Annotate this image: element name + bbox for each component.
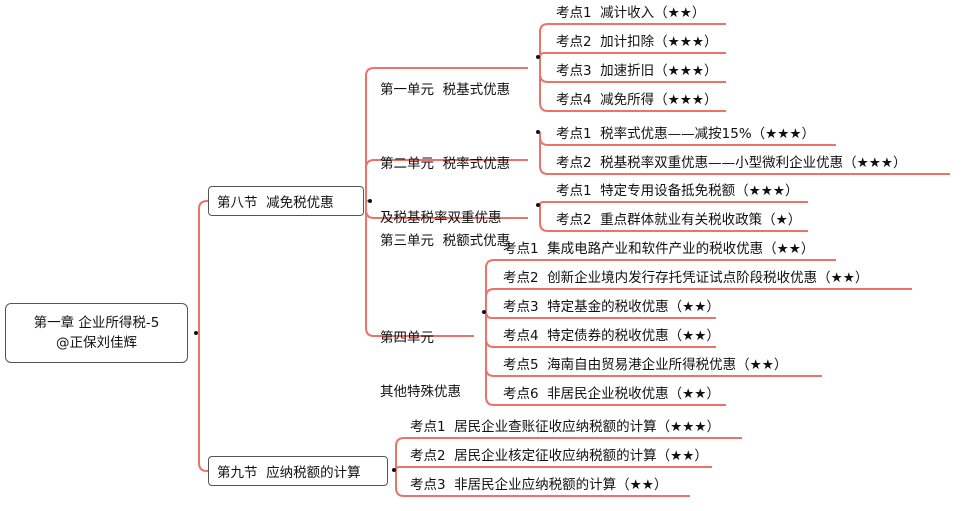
unit-4-dot [482,310,486,314]
u4-branch-5 [485,312,726,406]
unit-1-dot [536,55,540,59]
root-dot [194,331,198,335]
u1-branch-0 [539,23,726,57]
u4-point-6: 考点6 非居民企业税收优惠（★★） [503,386,720,402]
u3-branch-1 [539,205,808,232]
u2-point-1: 考点1 税率式优惠——减按15%（★★★） [556,126,815,142]
sec9-branch-0 [395,437,742,470]
u1-point-3: 考点3 加速折旧（★★★） [556,63,718,79]
unit-2-dot [536,130,540,134]
section-9-title: 第九节 应纳税额的计算 [217,465,361,481]
root-topic: 第一章 企业所得税-5 @正保刘佳辉 [5,303,188,363]
unit-3-dot [536,203,540,207]
u1-branch-3 [539,57,726,112]
section-9-dot [392,468,396,472]
u3-point-2: 考点2 重点群体就业有关税收政策（★） [556,212,802,228]
sec8-branch-0 [365,67,528,202]
sec8-branch-1 [365,159,528,202]
sec9-branch-1 [395,466,712,471]
u3-branch-0 [539,201,808,206]
u4-point-1: 考点1 集成电路产业和软件产业的税收优惠（★★） [503,241,815,257]
sec9-branch-2 [395,470,690,497]
u1-branch-1 [539,52,726,58]
unit-1-title: 第一单元 税基式优惠 [380,82,511,98]
u4-point-3: 考点3 特定基金的税收优惠（★★） [503,299,720,315]
root-title: 第一章 企业所得税-5 [33,315,160,331]
root-branch-0 [198,200,208,333]
u3-point-1: 考点1 特定专用设备抵免税额（★★★） [556,183,799,199]
u2-point-2: 考点2 税基税率双重优惠——小型微利企业优惠（★★★） [556,155,907,171]
u4-branch-1 [485,288,912,312]
u4-point-5: 考点5 海南自由贸易港企业所得税优惠（★★） [503,357,788,373]
unit-4-title: 第四单元 其他特殊优惠 [380,330,461,400]
u1-point-4: 考点4 减免所得（★★★） [556,92,718,108]
section-9-box: 第九节 应纳税额的计算 [208,456,388,486]
u1-point-1: 考点1 减计收入（★★） [556,5,706,21]
sec8-branch-3 [365,200,474,337]
unit-2-title: 第二单元 税率式优惠 及税基税率双重优惠 [380,156,511,226]
unit-3-title: 第三单元 税额式优惠 [380,233,511,249]
u4-branch-0 [485,259,836,312]
section-8-box: 第八节 减免税优惠 [208,186,364,216]
section-8-dot [368,199,372,203]
s9-point-3: 考点3 非居民企业应纳税额的计算（★★） [410,477,668,493]
u4-point-2: 考点2 创新企业境内发行存托凭证试点阶段税收优惠（★★） [503,270,869,286]
u1-point-2: 考点2 加计扣除（★★★） [556,34,718,50]
root-branch-1 [198,333,208,472]
s9-point-1: 考点1 居民企业查账征收应纳税额的计算（★★★） [410,419,720,435]
u4-point-4: 考点4 特定债券的税收优惠（★★） [503,328,720,344]
s9-point-2: 考点2 居民企业核定征收应纳税额的计算（★★） [410,448,708,464]
section-8-title: 第八节 减免税优惠 [217,195,334,211]
u2-branch-1 [539,132,950,175]
root-author: @正保刘佳辉 [56,335,137,351]
